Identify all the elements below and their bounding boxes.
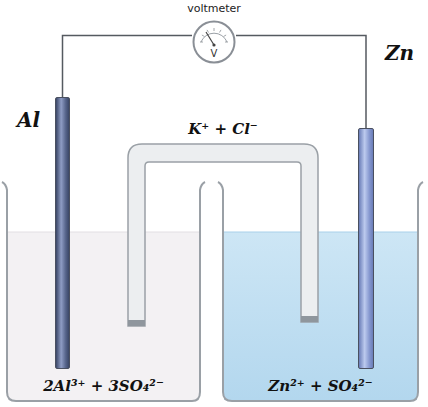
dial-face — [194, 22, 235, 63]
dial-tick — [202, 35, 205, 37]
right-surface — [224, 232, 417, 233]
dial-scale — [201, 33, 227, 42]
electrode-label: Zn — [385, 41, 414, 65]
left-surface — [8, 232, 199, 233]
left-beaker-solution: 2Al³⁺ + 3SO₄²⁻ — [8, 182, 199, 400]
salt-bridge-ions: K⁺ + Cl⁻ — [188, 120, 258, 138]
meter-symbol: V — [211, 48, 218, 59]
right-solution — [224, 232, 417, 400]
right-beaker — [218, 182, 423, 401]
zinc-electrode: Zn — [358, 128, 374, 369]
dial-tick — [220, 30, 222, 33]
salt-bridge-plug — [301, 316, 318, 322]
instrument-label: voltmeter — [187, 2, 241, 15]
left-beaker — [2, 182, 205, 401]
dial-tick — [214, 28, 215, 31]
left-solution — [8, 232, 199, 400]
dial-tick — [200, 42, 203, 43]
salt-bridge: K⁺ + Cl⁻ — [128, 118, 318, 326]
right-beaker-solution: Zn²⁺ + SO₄²⁻ — [224, 182, 417, 400]
dial-tick — [225, 42, 228, 43]
electrode-label: Al — [17, 108, 40, 132]
connecting-wire — [236, 35, 366, 128]
solution-ions: Zn²⁺ + SO₄²⁻ — [268, 377, 372, 395]
aluminium-electrode: Al — [55, 97, 70, 369]
connecting-wire — [63, 35, 193, 97]
dial-tick — [224, 35, 227, 37]
needle-pivot — [212, 43, 215, 46]
salt-bridge-plug — [128, 320, 145, 326]
dial-tick — [207, 30, 209, 33]
dial-needle — [206, 32, 214, 45]
salt-bridge-tube — [128, 144, 318, 326]
solution-ions: 2Al³⁺ + 3SO₄²⁻ — [43, 377, 164, 395]
voltmeter: voltmeterV — [192, 20, 236, 64]
